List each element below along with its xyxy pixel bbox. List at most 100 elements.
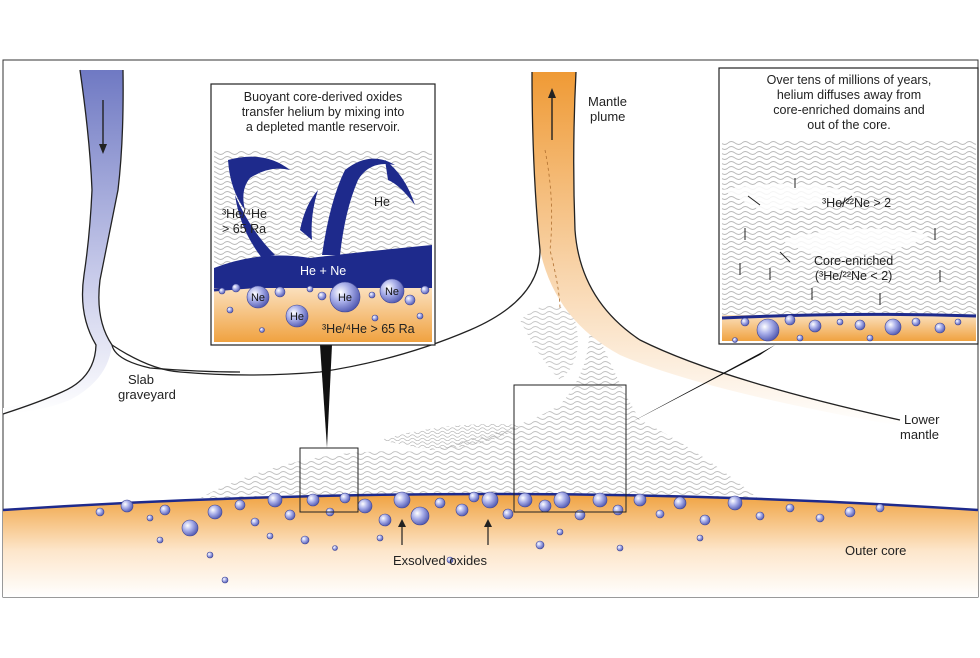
inset-bubble: [836, 318, 844, 326]
bubble-label: Ne: [385, 286, 399, 298]
right-he-ne-gt: ³He/²²Ne > 2: [822, 196, 892, 210]
inset-bubble: [226, 306, 234, 314]
oxide-bubble: [306, 493, 320, 507]
oxide-bubble: [612, 504, 624, 516]
inset-bubble: [796, 334, 804, 342]
oxide-bubble: [250, 517, 260, 527]
mantle-plume-label-line1: Mantle: [588, 94, 628, 109]
oxide-bubble: [221, 576, 229, 584]
right-inset: [718, 67, 979, 345]
slab: [3, 70, 124, 414]
inset-bubble: [317, 291, 327, 301]
plume-outline-left: [111, 71, 541, 376]
lower-mantle-label-line2: mantle: [900, 427, 940, 442]
exsolved-oxides-label: Exsolved oxides: [393, 553, 487, 568]
right-inset-bubbles: [732, 314, 962, 343]
oxide-bubble: [156, 536, 164, 544]
oxide-bubble: [434, 497, 446, 509]
left-he-ratio-upper: ³He/⁴He > 65 Ra: [222, 207, 267, 237]
lower-mantle-label: Lower mantle: [900, 412, 939, 442]
oxide-bubble: [159, 504, 171, 516]
oxide-bubble: [785, 503, 795, 513]
oxide-bubble: [284, 509, 296, 521]
inset-bubble: [404, 294, 416, 306]
inset-bubble: [274, 286, 286, 298]
oxide-bubble: [332, 545, 338, 551]
oxide-bubble: [146, 514, 154, 522]
oxide-bubble: [815, 513, 825, 523]
inset-bubble: [732, 337, 738, 343]
oxide-bubble: [393, 491, 411, 509]
left-he-label: He: [374, 195, 390, 209]
oxide-bubble: [300, 535, 310, 545]
left-inset-caption: Buoyant core-derived oxides transfer hel…: [214, 90, 432, 135]
oxide-bubble: [673, 496, 687, 510]
oxide-bubble: [517, 492, 533, 508]
mantle-plume: [532, 72, 900, 426]
slab-label-line2: graveyard: [118, 387, 176, 402]
oxide-bubble: [267, 492, 283, 508]
oxide-bubble: [95, 507, 105, 517]
oxide-bubble: [468, 491, 480, 503]
inset-bubble: [866, 334, 874, 342]
diffusion-arrows: [739, 178, 941, 305]
right-core-enriched: Core-enriched (³He/²²Ne < 2): [814, 254, 893, 284]
oxide-bubble: [592, 492, 608, 508]
oxide-bubble: [266, 532, 274, 540]
right-caption-line4: out of the core.: [807, 118, 891, 132]
inset-bubble: [329, 281, 361, 313]
oxide-bubble: [207, 504, 223, 520]
lower-mantle-label-line1: Lower: [904, 412, 940, 427]
inset-bubble: [285, 304, 309, 328]
left-he-ratio-lower: ³He/⁴He > 65 Ra: [322, 322, 415, 336]
inset-bubble: [784, 314, 796, 326]
slab-outline-left: [2, 69, 97, 415]
inset-bubble: [231, 283, 241, 293]
oxide-bubble: [553, 491, 571, 509]
inset-bubble: [259, 327, 265, 333]
inset-bubble: [854, 319, 866, 331]
core-bubbles: [95, 491, 885, 584]
oxide-bubble: [446, 556, 454, 564]
left-caption-line1: Buoyant core-derived oxides: [243, 90, 403, 104]
oxide-bubble: [633, 493, 647, 507]
oxide-bubble: [181, 519, 199, 537]
inset-bubble: [306, 285, 314, 293]
oxide-bubble: [535, 540, 545, 550]
right-inset-caption: Over tens of millions of years, helium d…: [722, 73, 976, 133]
slab-label: Slab graveyard: [118, 372, 176, 402]
right-caption-line3: core-enriched domains and: [773, 103, 925, 117]
oxide-bubble: [655, 509, 665, 519]
mantle-plume-label: Mantle plume: [588, 94, 627, 124]
right-pointer: [626, 345, 775, 425]
oxide-bubble: [357, 498, 373, 514]
left-pointer: [320, 345, 332, 448]
oxide-bubble: [410, 506, 430, 526]
outer-core-label: Outer core: [845, 543, 907, 558]
oxide-bubble: [556, 528, 564, 536]
inset-bubble: [884, 318, 902, 336]
inset-bubble: [416, 312, 424, 320]
inset-bubble: [218, 287, 226, 295]
oxide-bubble: [376, 534, 384, 542]
oxide-bubble: [234, 499, 246, 511]
left-he-ne-label: He + Ne: [300, 264, 347, 278]
outer-core: [3, 494, 978, 597]
zoom-box-left: [299, 447, 359, 513]
left-caption-line2: transfer helium by mixing into: [241, 105, 405, 119]
inset-bubble: [379, 278, 405, 304]
oxide-bubble: [875, 503, 885, 513]
oxide-bubble: [699, 514, 711, 526]
oxide-bubble: [844, 506, 856, 518]
oxide-bubble: [696, 534, 704, 542]
left-he-ratio-upper-line2: > 65 Ra: [222, 222, 267, 236]
slab-label-line1: Slab: [128, 372, 155, 387]
oxide-bubble: [120, 499, 134, 513]
right-caption-line1: Over tens of millions of years,: [766, 73, 932, 87]
oxide-bubble: [206, 551, 214, 559]
oxide-bubble: [502, 508, 514, 520]
oxide-bubble: [378, 513, 392, 527]
